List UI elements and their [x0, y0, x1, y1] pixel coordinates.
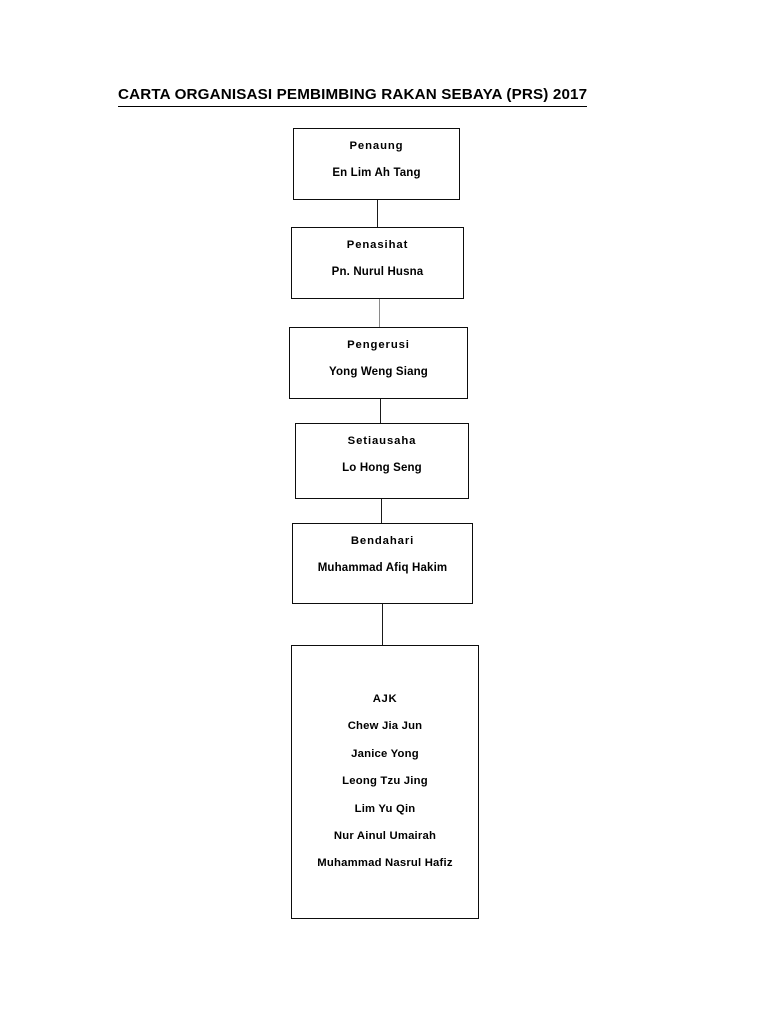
- org-node-bendahari[interactable]: Bendahari Muhammad Afiq Hakim: [292, 523, 473, 604]
- org-node-role: Penaung: [349, 140, 404, 152]
- ajk-member-item: Chew Jia Jun: [347, 720, 423, 733]
- connector-penasihat-pengerusi: [379, 299, 380, 327]
- org-node-role: Setiausaha: [347, 435, 417, 447]
- ajk-member-item: Janice Yong: [351, 747, 419, 760]
- ajk-member-item: Nur Ainul Umairah: [333, 830, 437, 843]
- org-node-penaung[interactable]: Penaung En Lim Ah Tang: [293, 128, 460, 200]
- org-node-content: Penasihat Pn. Nurul Husna: [292, 238, 463, 280]
- page-title: CARTA ORGANISASI PEMBIMBING RAKAN SEBAYA…: [118, 86, 588, 107]
- connector-penaung-penasihat: [377, 200, 378, 228]
- org-node-content: Setiausaha Lo Hong Seng: [296, 434, 468, 476]
- org-node-content: Bendahari Muhammad Afiq Hakim: [293, 534, 472, 576]
- org-node-ajk[interactable]: AJK Chew Jia Jun Janice Yong Leong Tzu J…: [291, 645, 479, 919]
- org-node-content: Pengerusi Yong Weng Siang: [290, 338, 467, 380]
- org-node-person: Yong Weng Siang: [329, 366, 428, 378]
- org-node-content: Penaung En Lim Ah Tang: [294, 139, 459, 181]
- ajk-member-item: Lim Yu Qin: [354, 802, 416, 815]
- connector-bendahari-ajk: [382, 604, 383, 646]
- connector-pengerusi-setiausaha: [380, 399, 381, 423]
- org-node-setiausaha[interactable]: Setiausaha Lo Hong Seng: [295, 423, 469, 499]
- org-node-role: Penasihat: [346, 239, 409, 251]
- org-node-pengerusi[interactable]: Pengerusi Yong Weng Siang: [289, 327, 468, 399]
- org-node-person: Lo Hong Seng: [342, 462, 422, 474]
- org-node-person: En Lim Ah Tang: [332, 167, 421, 179]
- connector-setiausaha-bendahari: [381, 499, 382, 523]
- ajk-heading: AJK: [372, 693, 398, 705]
- org-node-role: Pengerusi: [347, 339, 410, 351]
- org-node-penasihat[interactable]: Penasihat Pn. Nurul Husna: [291, 227, 464, 299]
- org-node-person: Pn. Nurul Husna: [331, 266, 424, 278]
- org-node-person: Muhammad Afiq Hakim: [317, 562, 448, 574]
- ajk-member-list: AJK Chew Jia Jun Janice Yong Leong Tzu J…: [292, 686, 478, 878]
- org-node-role: Bendahari: [350, 535, 415, 547]
- ajk-member-item: Leong Tzu Jing: [342, 775, 428, 788]
- ajk-member-item: Muhammad Nasrul Hafiz: [317, 857, 453, 870]
